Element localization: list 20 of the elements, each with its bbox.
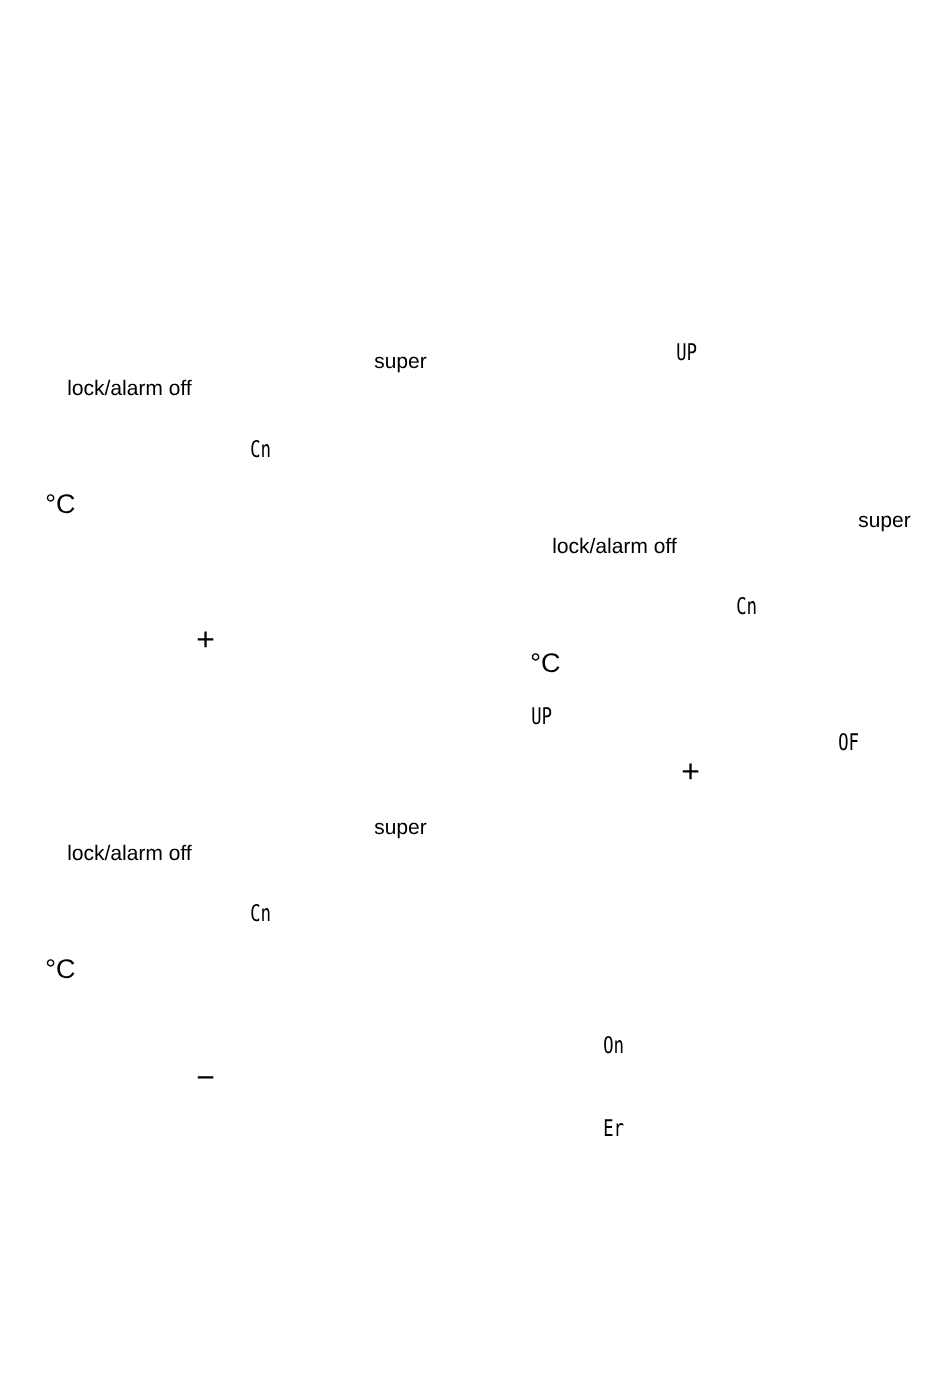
display-symbol: UP — [677, 343, 697, 361]
display-symbol: Cn — [251, 439, 270, 458]
display-symbol: On — [604, 1035, 623, 1054]
sign-symbol: + — [197, 631, 214, 648]
label-text: lock/alarm off — [68, 844, 192, 861]
label-text: super — [858, 515, 911, 532]
display-symbol: Cn — [737, 596, 756, 615]
unit-label: °C — [531, 653, 560, 673]
unit-label: °C — [46, 959, 75, 979]
display-symbol: Cn — [251, 903, 270, 922]
unit-label: °C — [46, 494, 75, 514]
display-symbol: UP — [532, 707, 552, 725]
display-symbol: Er — [604, 1119, 624, 1136]
display-symbol: OF — [839, 732, 858, 751]
sign-symbol: − — [197, 1076, 214, 1079]
label-text: lock/alarm off — [68, 379, 192, 396]
label-text: super — [374, 822, 427, 839]
sign-symbol: + — [682, 763, 699, 780]
label-text: super — [374, 356, 427, 373]
label-text: lock/alarm off — [553, 537, 677, 554]
